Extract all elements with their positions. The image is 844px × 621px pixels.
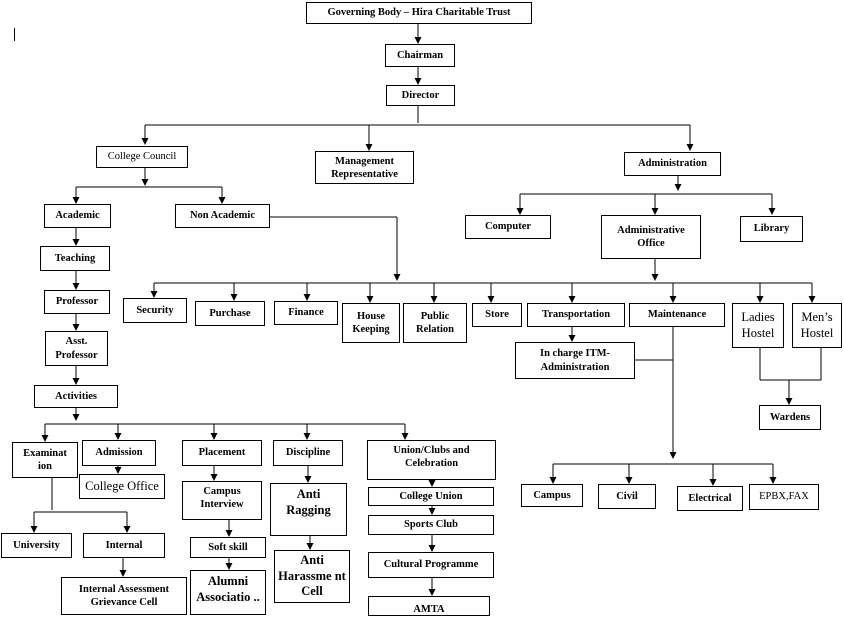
node-activities: Activities (34, 385, 118, 408)
node-campus-interview: Campus Interview (182, 481, 262, 520)
node-admission: Admission (82, 440, 156, 466)
node-management-representative: Management Representative (315, 151, 414, 184)
node-director: Director (386, 85, 455, 106)
node-campus: Campus (521, 484, 583, 507)
node-anti-harassment-cell: Anti Harassme nt Cell (274, 550, 350, 603)
node-teaching: Teaching (40, 246, 110, 271)
node-sports-club: Sports Club (368, 515, 494, 535)
node-transportation: Transportation (527, 303, 625, 327)
node-epbx-fax: EPBX,FAX (749, 484, 819, 510)
node-cultural-programme: Cultural Programme (368, 552, 494, 578)
node-finance: Finance (274, 301, 338, 325)
node-professor: Professor (44, 290, 110, 314)
node-civil: Civil (598, 484, 656, 509)
node-chairman: Chairman (385, 44, 455, 67)
node-computer: Computer (465, 215, 551, 239)
node-college-office: College Office (79, 474, 165, 499)
node-wardens: Wardens (759, 405, 821, 430)
node-anti-ragging: Anti Ragging (270, 483, 347, 536)
node-governing-body: Governing Body – Hira Charitable Trust (306, 2, 532, 24)
node-non-academic: Non Academic (175, 204, 270, 228)
node-library: Library (740, 216, 803, 242)
node-college-union: College Union (368, 487, 494, 506)
node-discipline: Discipline (273, 440, 343, 466)
node-internal: Internal (83, 533, 165, 558)
node-house-keeping: House Keeping (342, 303, 400, 343)
node-ladies-hostel: Ladies Hostel (732, 303, 784, 348)
node-internal-assessment: Internal Assessment Grievance Cell (61, 577, 187, 615)
node-soft-skill: Soft skill (190, 537, 266, 558)
node-college-council: College Council (96, 146, 188, 168)
node-examination: Examinat ion (12, 442, 78, 478)
text-cursor (14, 28, 15, 41)
node-academic: Academic (44, 204, 111, 228)
node-public-relation: Public Relation (403, 303, 467, 343)
node-in-charge-itm: In charge ITM-Administration (515, 342, 635, 379)
node-administration: Administration (624, 152, 721, 176)
node-mens-hostel: Men’s Hostel (792, 303, 842, 348)
node-union-clubs: Union/Clubs and Celebration (367, 440, 496, 480)
node-amta: AMTA (368, 596, 490, 616)
node-purchase: Purchase (195, 301, 265, 326)
node-placement: Placement (182, 440, 262, 466)
node-alumni-association: Alumni Associatio .. (190, 570, 266, 615)
node-asst-professor: Asst. Professor (45, 331, 108, 366)
node-electrical: Electrical (677, 486, 743, 511)
node-store: Store (472, 303, 522, 327)
node-administrative-office: Administrative Office (601, 215, 701, 259)
node-university: University (1, 533, 72, 558)
node-maintenance: Maintenance (629, 303, 725, 327)
node-security: Security (123, 298, 187, 323)
